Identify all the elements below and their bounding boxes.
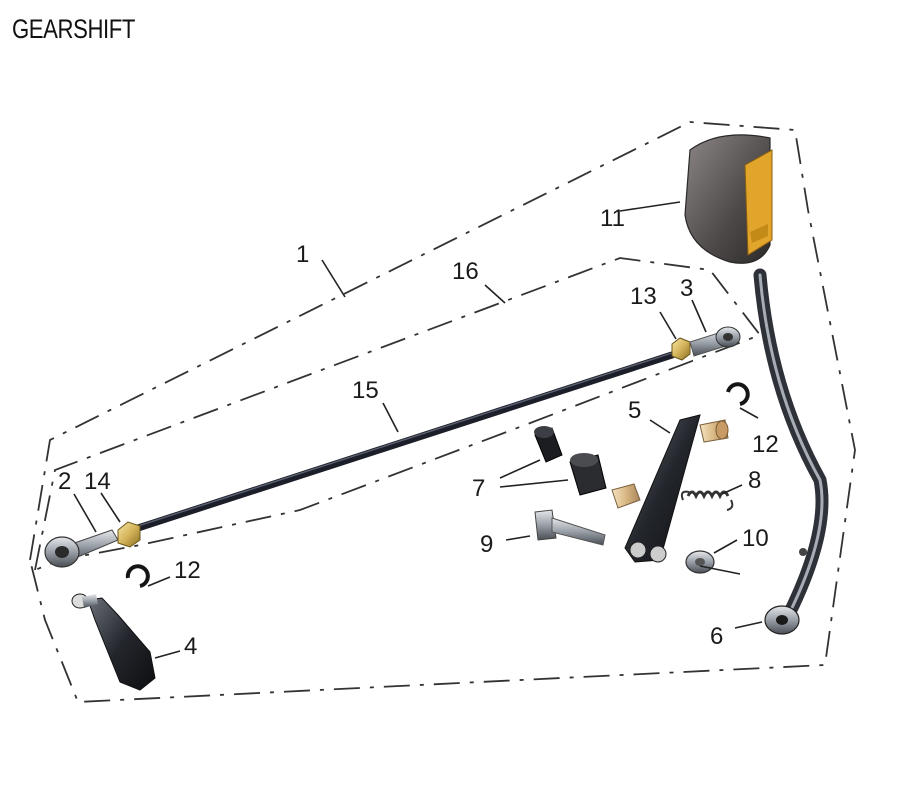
nut-left <box>117 521 141 548</box>
shift-lever <box>753 268 829 635</box>
circlip-upper <box>726 382 750 406</box>
callout-10: 10 <box>742 525 769 552</box>
bushing-lower <box>569 453 607 496</box>
assembly-boundary-outer <box>29 121 856 703</box>
shift-rod <box>134 351 676 532</box>
selector-arm <box>71 593 156 691</box>
callout-12-lower: 12 <box>174 557 201 584</box>
subassembly-boundary-inner <box>33 257 762 572</box>
return-spring <box>680 490 734 511</box>
callout-2: 2 <box>58 468 71 495</box>
circlip-lower <box>125 564 150 588</box>
callout-9: 9 <box>480 531 493 558</box>
diagram-title: GEARSHIFT <box>12 14 136 44</box>
rod-end-left <box>44 529 119 568</box>
callout-12-upper: 12 <box>752 431 779 458</box>
callout-13: 13 <box>630 283 657 310</box>
bushing-upper <box>534 426 563 463</box>
leader-lines <box>73 201 763 659</box>
spacer-sleeve <box>611 483 641 509</box>
callout-16: 16 <box>452 258 479 285</box>
callout-11: 11 <box>600 205 625 232</box>
pivot-bolt <box>534 509 606 546</box>
callout-6: 6 <box>710 623 723 650</box>
callout-3: 3 <box>680 275 693 302</box>
callout-15: 15 <box>352 377 379 404</box>
rod-end-right <box>689 326 741 357</box>
lever-arm <box>624 414 729 563</box>
callout-8: 8 <box>748 467 761 494</box>
flange-nut <box>685 550 715 574</box>
callout-4: 4 <box>184 633 197 660</box>
shift-knob <box>684 134 773 264</box>
callout-7: 7 <box>472 475 485 502</box>
callout-1: 1 <box>296 241 309 268</box>
callout-14: 14 <box>84 468 111 495</box>
callout-labels: 1 2 3 4 5 6 7 8 9 10 11 12 12 13 14 15 1… <box>58 205 779 660</box>
nut-right <box>671 337 691 361</box>
callout-5: 5 <box>628 397 641 424</box>
